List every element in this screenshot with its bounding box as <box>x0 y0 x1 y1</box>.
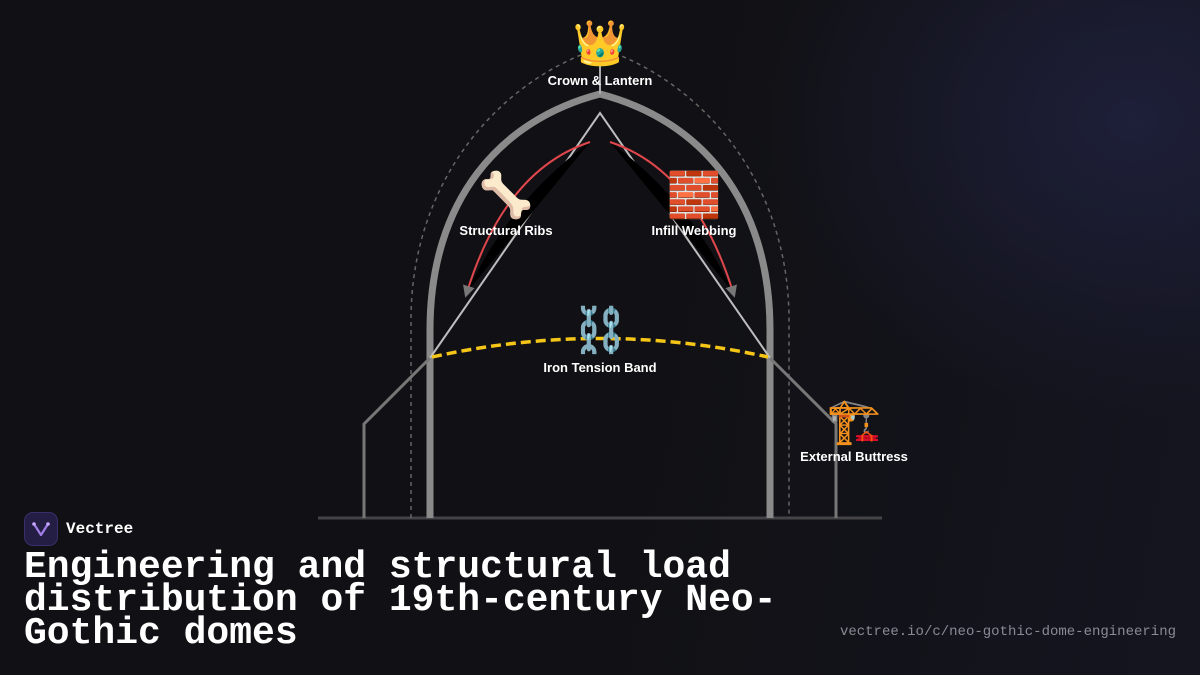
label-crown-lantern: Crown & Lantern <box>548 73 653 88</box>
inner-rib-lines <box>429 111 771 359</box>
chain-icon: ⛓️ <box>573 305 628 356</box>
brand-name: Vectree <box>66 520 134 538</box>
brick-icon: 🧱 <box>667 170 722 221</box>
iron-tension-band <box>431 336 769 359</box>
brand: Vectree <box>24 512 133 546</box>
outer-dashed-outline <box>410 47 790 518</box>
label-iron-tension-band: Iron Tension Band <box>543 360 656 375</box>
label-external-buttress: External Buttress <box>800 449 908 464</box>
left-buttress <box>362 356 432 518</box>
crown-icon: 👑 <box>573 18 628 69</box>
source-url: vectree.io/c/neo-gothic-dome-engineering <box>839 624 1176 640</box>
right-buttress <box>768 356 838 518</box>
page-title: Engineering and structural load distribu… <box>24 546 777 655</box>
label-infill-webbing: Infill Webbing <box>652 223 737 238</box>
crane-icon: 🏗️ <box>827 396 882 447</box>
label-structural-ribs: Structural Ribs <box>459 223 552 238</box>
right-thrust-wedge <box>610 142 733 292</box>
vectree-logo-icon <box>24 512 58 546</box>
left-force-arrow <box>463 141 591 298</box>
left-thrust-wedge <box>467 142 590 292</box>
bone-icon: 🦴 <box>479 168 534 221</box>
right-force-arrow <box>609 141 737 298</box>
